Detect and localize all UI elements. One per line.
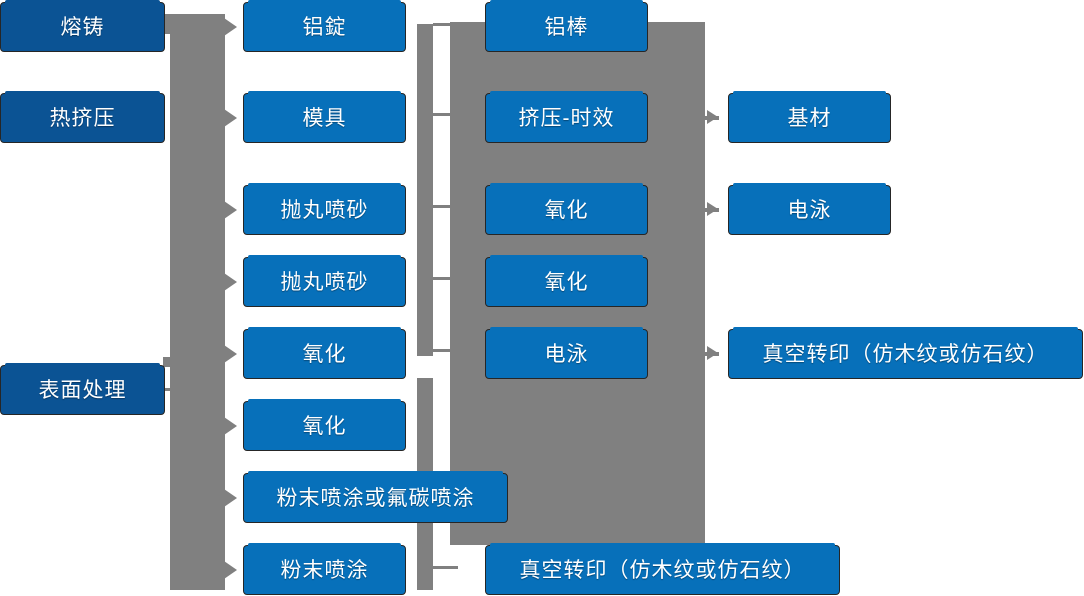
arrow-to-paowan-2 <box>224 273 237 291</box>
node-yanghua-4[interactable]: 氧化 <box>485 255 648 307</box>
connector-stub-biaomian <box>163 388 179 391</box>
arrow-to-paowan-1 <box>224 201 237 219</box>
arrow-to-fenmo <box>224 561 237 579</box>
connector-tick-dianyong-1 <box>433 349 458 352</box>
connector-stub-rongzhu <box>163 14 177 34</box>
node-muju[interactable]: 模具 <box>243 91 406 143</box>
connector-tick-jiya <box>433 113 458 116</box>
node-fenmo[interactable]: 粉末喷涂 <box>243 543 406 595</box>
arrow-head-jicai <box>707 110 718 124</box>
connector-notch-biaomian <box>163 357 173 367</box>
connector-rail-upper <box>417 24 433 356</box>
arrow-to-muju <box>224 109 237 127</box>
node-jicai[interactable]: 基材 <box>728 91 891 143</box>
connector-tick-yanghua-3 <box>433 205 458 208</box>
node-dianyong-2[interactable]: 电泳 <box>728 183 891 235</box>
arrow-to-ludding <box>224 18 237 36</box>
connector-trunk-left <box>170 14 225 590</box>
node-paowan-2[interactable]: 抛丸喷砂 <box>243 255 406 307</box>
node-lubang[interactable]: 铝棒 <box>485 0 648 52</box>
node-paowan-1[interactable]: 抛丸喷砂 <box>243 183 406 235</box>
arrow-to-fenmo-futan <box>224 489 237 507</box>
arrow-head-zhenkong <box>707 346 718 360</box>
node-zhenkong-1[interactable]: 真空转印（仿木纹或仿石纹） <box>485 543 840 595</box>
arrow-to-yanghua-2 <box>224 417 237 435</box>
arrow-to-yanghua-1 <box>224 345 237 363</box>
node-yanghua-1[interactable]: 氧化 <box>243 327 406 379</box>
node-rejiya[interactable]: 热挤压 <box>0 91 165 143</box>
node-biaomian[interactable]: 表面处理 <box>0 363 165 415</box>
node-yanghua-2[interactable]: 氧化 <box>243 399 406 451</box>
node-dianyong-1[interactable]: 电泳 <box>485 327 648 379</box>
node-ludding[interactable]: 铝錠 <box>243 0 406 52</box>
node-jiya-shixiao[interactable]: 挤压-时效 <box>485 91 648 143</box>
connector-tick-zhenkong-1 <box>433 566 458 569</box>
connector-tick-yanghua-4 <box>433 277 458 280</box>
connector-tick-lubang <box>433 23 458 26</box>
node-fenmo-futan[interactable]: 粉末喷涂或氟碳喷涂 <box>243 471 508 523</box>
arrow-head-dianyong <box>707 202 718 216</box>
node-yanghua-3[interactable]: 氧化 <box>485 183 648 235</box>
node-rongzhu[interactable]: 熔铸 <box>0 0 165 52</box>
node-zhenkong-2[interactable]: 真空转印（仿木纹或仿石纹） <box>728 327 1083 379</box>
